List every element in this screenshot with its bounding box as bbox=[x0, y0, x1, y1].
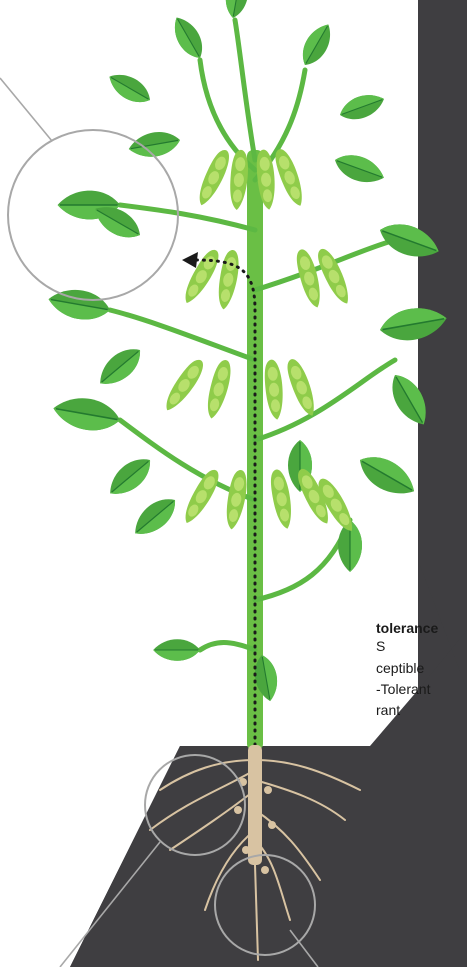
legend-title: tolerance bbox=[376, 620, 438, 636]
arrowhead-icon bbox=[182, 252, 198, 268]
legend-item-susceptible: ceptible bbox=[376, 660, 424, 676]
legend-category: S bbox=[376, 638, 385, 654]
legend-item-rant: rant bbox=[376, 702, 400, 718]
legend-item-tolerant: -Tolerant bbox=[376, 681, 430, 697]
